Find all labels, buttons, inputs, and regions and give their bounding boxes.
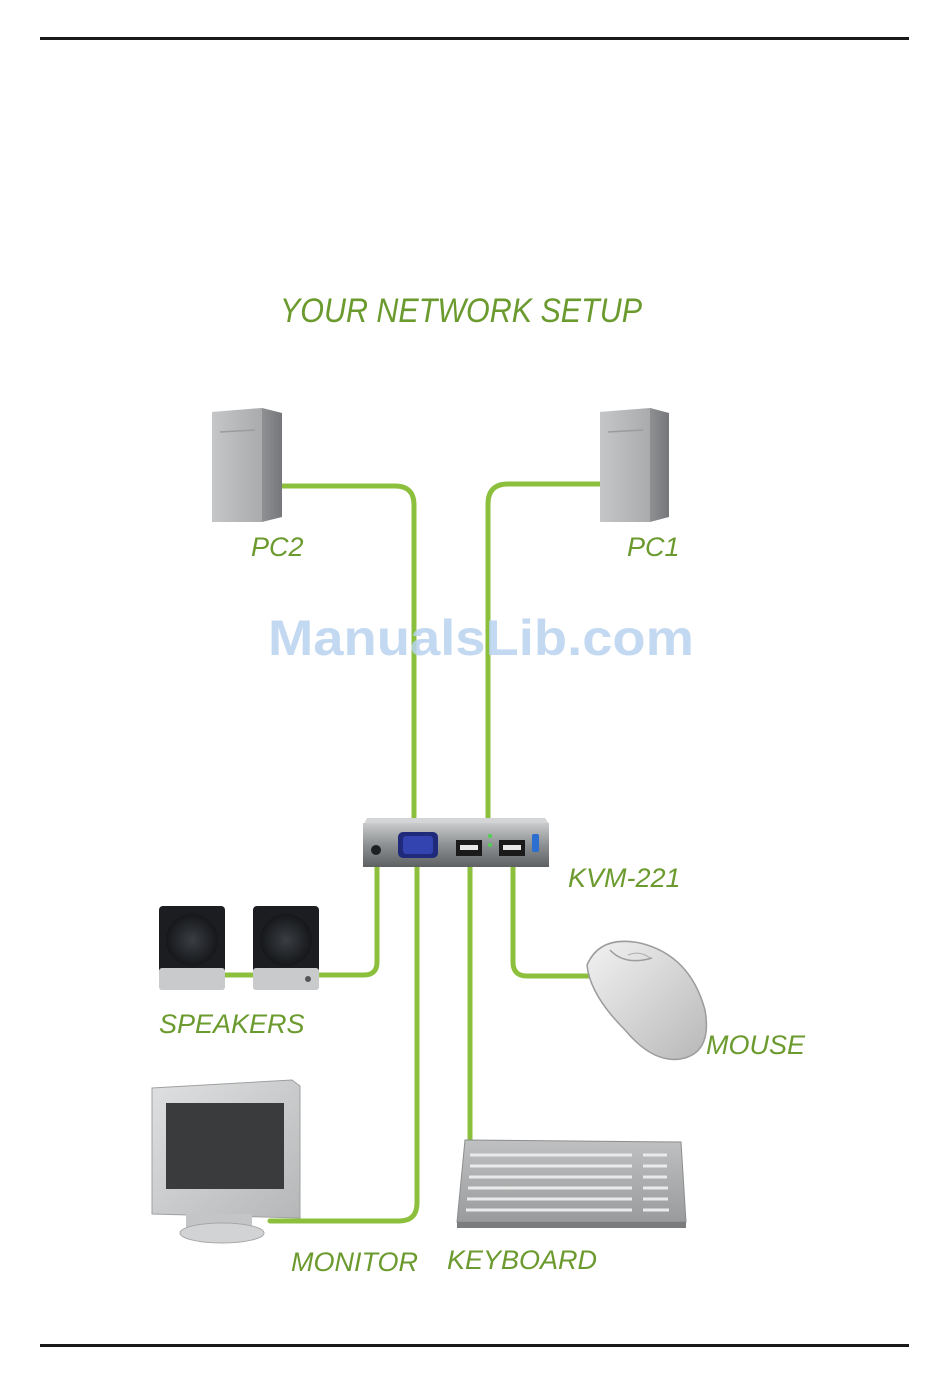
mouse-node: MOUSE — [587, 941, 806, 1060]
monitor-node: MONITOR — [152, 1080, 418, 1277]
computer-tower-icon — [600, 408, 669, 522]
page-title: YOUR NETWORK SETUP — [280, 292, 642, 330]
pc1-label: PC1 — [627, 532, 680, 562]
mouse-label: MOUSE — [706, 1030, 806, 1060]
speakers-label: SPEAKERS — [159, 1009, 305, 1039]
kvm-label: KVM-221 — [568, 863, 681, 893]
keyboard-icon — [457, 1140, 686, 1228]
keyboard-label: KEYBOARD — [447, 1245, 597, 1275]
computer-tower-icon — [212, 408, 282, 522]
cable-kvm-to-speakers — [316, 860, 377, 975]
monitor-label: MONITOR — [291, 1247, 418, 1277]
watermark: ManualsLib.com — [268, 610, 694, 666]
pc1-node: PC1 — [600, 408, 680, 562]
kvm-node: KVM-221 — [363, 818, 681, 893]
kvm-switch-icon — [363, 818, 549, 867]
pc2-label: PC2 — [251, 532, 304, 562]
keyboard-node: KEYBOARD — [447, 1140, 686, 1275]
mouse-icon — [587, 941, 706, 1059]
